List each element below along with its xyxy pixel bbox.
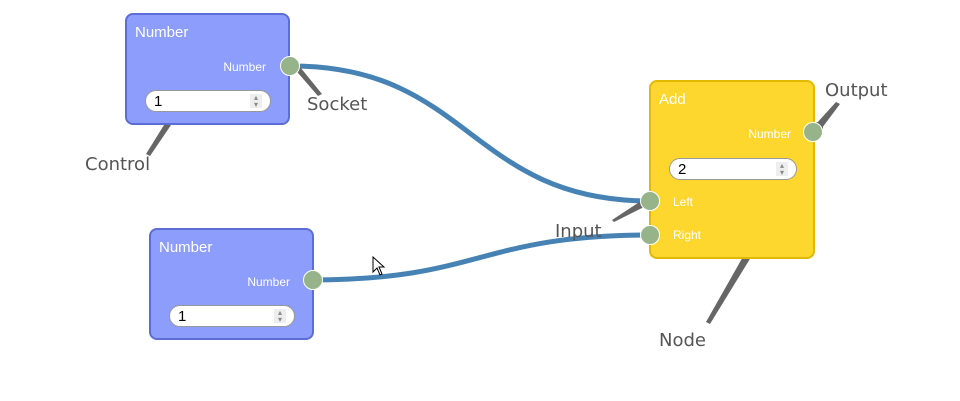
number-node-2[interactable]: Number Number 1 ▴▾ [149,228,314,340]
output-socket-number1[interactable] [280,56,300,76]
input-pointer [612,199,648,222]
spinner-icon[interactable]: ▴▾ [250,94,262,109]
annotation-socket: Socket [307,94,368,115]
output-socket-number2[interactable] [303,270,323,290]
input-socket-label-left: Left [673,195,694,209]
annotation-control: Control [85,154,151,175]
mouse-cursor-icon [372,256,386,276]
number-input[interactable]: 1 ▴▾ [169,305,295,327]
output-socket-label: Number [247,275,290,289]
spinner-icon[interactable]: ▴▾ [274,309,286,324]
number-node-1[interactable]: Number Number 1 ▴▾ [125,13,290,125]
connection-number1-to-left[interactable] [291,63,651,204]
annotation-output: Output [825,80,888,101]
node-title: Add [659,91,686,108]
node-title: Number [135,24,189,41]
annotation-node: Node [659,330,706,351]
connection-number2-to-right[interactable] [311,232,651,283]
input-socket-label-right: Right [673,228,702,242]
input-socket-left[interactable] [640,191,660,211]
output-socket-label: Number [748,127,791,141]
annotation-input: Input [555,221,602,242]
spinner-icon[interactable]: ▴▾ [776,162,788,177]
number-input[interactable]: 1 ▴▾ [145,90,271,112]
number-input-value: 2 [678,161,687,178]
number-input-value: 1 [154,93,163,110]
output-socket-add[interactable] [803,122,823,142]
socket-pointer [292,62,322,96]
number-input-value: 1 [178,308,187,325]
add-node[interactable]: Add Number 2 ▴▾ Left Right [649,80,815,259]
number-input[interactable]: 2 ▴▾ [669,158,797,180]
output-pointer [816,102,840,128]
input-socket-right[interactable] [640,225,660,245]
output-socket-label: Number [223,60,266,74]
node-title: Number [159,239,213,256]
